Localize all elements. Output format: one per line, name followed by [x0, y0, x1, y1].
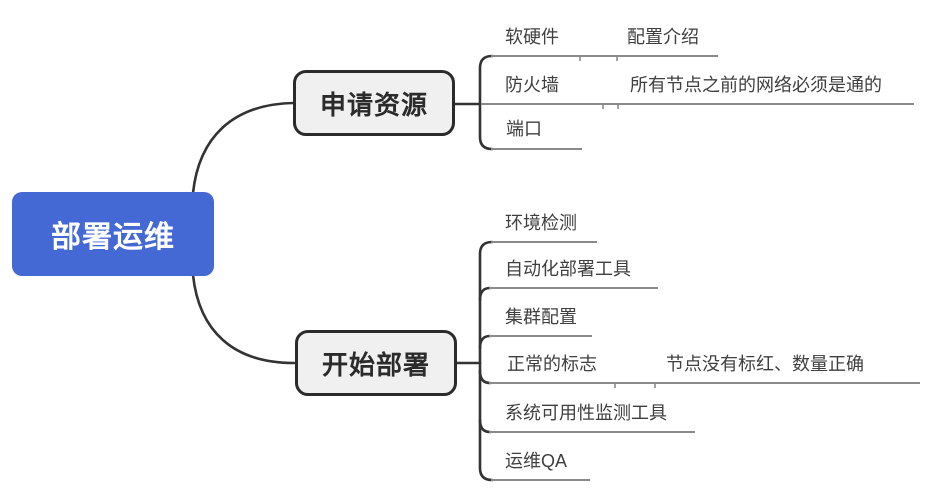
root-topic[interactable]: 部署运维 — [12, 192, 214, 276]
note-network-connectivity[interactable]: 所有节点之前的网络必须是通的 — [630, 75, 882, 95]
subtopic-cluster-config[interactable]: 集群配置 — [505, 307, 577, 327]
subtopic-auto-deploy-tools[interactable]: 自动化部署工具 — [505, 259, 631, 279]
edge-apply-trunk-up — [478, 54, 494, 106]
branch-topic-start-deploy[interactable]: 开始部署 — [295, 330, 457, 396]
subtopic-env-check[interactable]: 环境检测 — [505, 213, 577, 233]
edge-fillet-availability — [478, 418, 492, 434]
note-node-status[interactable]: 节点没有标红、数量正确 — [666, 354, 864, 374]
subtopic-availability-monitor-tools[interactable]: 系统可用性监测工具 — [505, 403, 667, 423]
edge-fillet-auto-deploy — [478, 286, 492, 302]
edge-fillet-normal-signs — [478, 369, 492, 385]
edge-fillet-cluster-config — [478, 334, 492, 350]
edge-deploy-trunk-up — [478, 240, 494, 365]
subtopic-ports[interactable]: 端口 — [506, 119, 542, 139]
edge-root-to-deploy — [191, 273, 296, 365]
subtopic-normal-signs[interactable]: 正常的标志 — [507, 354, 597, 374]
edge-deploy-trunk-down — [478, 361, 494, 482]
edge-apply-trunk-down — [478, 102, 494, 151]
edge-root-to-apply — [191, 101, 296, 195]
note-config-intro[interactable]: 配置介绍 — [627, 27, 699, 47]
subtopic-firewall[interactable]: 防火墙 — [505, 75, 559, 95]
subtopic-ops-qa[interactable]: 运维QA — [505, 451, 568, 471]
branch-topic-apply-resources[interactable]: 申请资源 — [293, 70, 455, 136]
subtopic-software-hardware[interactable]: 软硬件 — [505, 27, 559, 47]
